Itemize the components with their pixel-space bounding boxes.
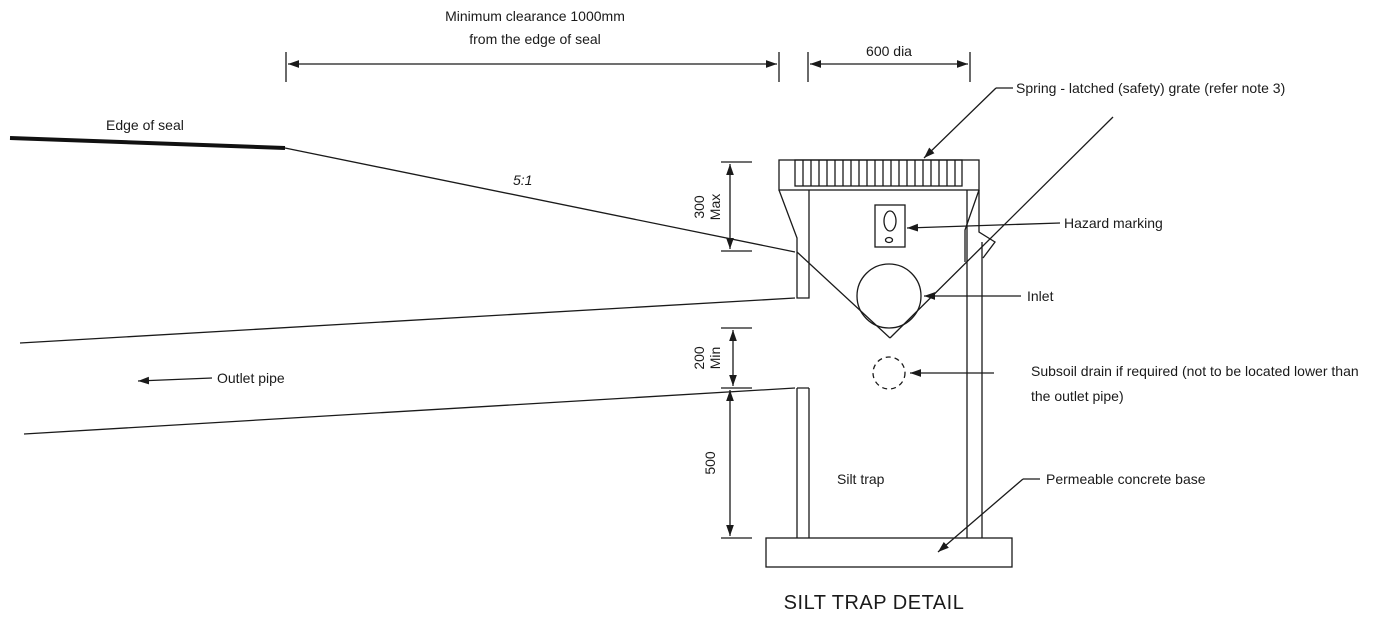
slope-line (284, 147, 796, 253)
inlet-circle (856, 263, 922, 329)
depth-mid-value: 200 (691, 346, 707, 370)
depth-top-qualifier: Max (707, 194, 723, 220)
silt-trap-structure: Silt trap (765, 116, 1114, 568)
outlet-pipe: Outlet pipe (19, 297, 796, 435)
clearance-label-line2: from the edge of seal (469, 31, 601, 47)
hazard-marking-box (874, 204, 906, 248)
inlet-label: Inlet (1027, 288, 1054, 304)
depth-top-value: 300 (691, 195, 707, 219)
grate-bars (802, 160, 956, 186)
slope-label: 5:1 (513, 172, 532, 188)
subsoil-drain-circle (872, 356, 906, 390)
permeable-base (765, 537, 1013, 568)
depth-bottom-value: 500 (702, 451, 718, 475)
grate-label: Spring - latched (safety) grate (refer n… (1016, 80, 1285, 96)
diameter-dimension: 600 dia (807, 43, 971, 82)
subsoil-label-line2: the outlet pipe) (1031, 388, 1124, 404)
edge-of-seal: Edge of seal 5:1 (9, 117, 796, 253)
vertical-dimensions: 300 Max 200 Min 500 (691, 161, 752, 539)
callouts: Spring - latched (safety) grate (refer n… (906, 80, 1359, 553)
outlet-pipe-label: Outlet pipe (217, 370, 285, 386)
base-label: Permeable concrete base (1046, 471, 1206, 487)
edge-of-seal-label: Edge of seal (106, 117, 184, 133)
silt-trap-label: Silt trap (837, 471, 885, 487)
depth-mid-qualifier: Min (707, 347, 723, 370)
hazard-label: Hazard marking (1064, 215, 1163, 231)
diameter-label: 600 dia (866, 43, 912, 59)
clearance-dimension: Minimum clearance 1000mm from the edge o… (285, 8, 780, 82)
subsoil-label-line1: Subsoil drain if required (not to be loc… (1031, 363, 1359, 379)
diagram-title: SILT TRAP DETAIL (784, 592, 965, 614)
clearance-label-line1: Minimum clearance 1000mm (445, 8, 625, 24)
